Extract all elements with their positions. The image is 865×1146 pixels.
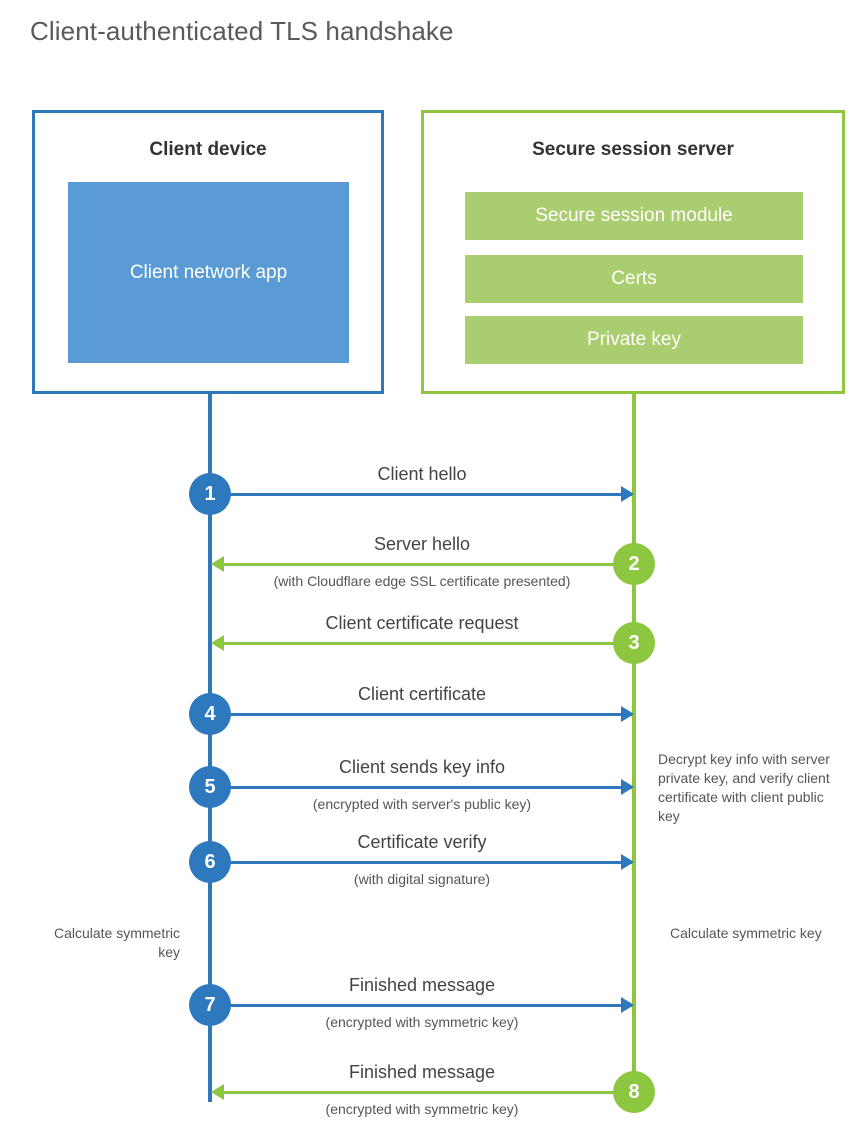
step-sublabel: (with Cloudflare edge SSL certificate pr… (273, 573, 571, 589)
step-number-badge[interactable]: 1 (189, 473, 231, 515)
step-arrow-line (210, 1004, 632, 1007)
secure-session-server-box: Secure session server Secure session mod… (421, 110, 845, 394)
server-module-bar: Secure session module (465, 192, 803, 240)
server-module-label: Secure session module (535, 205, 733, 226)
note-server-calculate-symmetric-key: Calculate symmetric key (670, 925, 822, 941)
page-title: Client-authenticated TLS handshake (30, 16, 454, 46)
step-label: Client hello (377, 464, 467, 484)
step-label: Client certificate request (325, 613, 519, 633)
step-number-badge[interactable]: 7 (189, 984, 231, 1026)
arrow-head-right-icon (621, 997, 634, 1013)
step-label: Finished message (348, 1062, 496, 1082)
step-arrow-line (214, 1091, 634, 1094)
step-arrow-line (210, 713, 632, 716)
arrow-head-left-icon (211, 1084, 224, 1100)
step-sublabel: (encrypted with server's public key) (312, 796, 532, 812)
server-module-label: Certs (611, 268, 657, 289)
step-label: Certificate verify (357, 832, 487, 852)
step-arrow-line (214, 563, 634, 566)
arrow-head-right-icon (621, 854, 634, 870)
step-arrow-line (214, 642, 634, 645)
step-sublabel: (encrypted with symmetric key) (325, 1014, 519, 1030)
arrow-head-right-icon (621, 706, 634, 722)
client-device-title: Client device (149, 139, 267, 160)
step-label: Client certificate (357, 684, 487, 704)
step-number-badge[interactable]: 6 (189, 841, 231, 883)
client-lifeline (208, 392, 212, 1102)
note-client-calculate-symmetric-key: Calculate symmetric key (53, 925, 180, 960)
step-sublabel: (with digital signature) (353, 871, 491, 887)
step-arrow-line (210, 786, 632, 789)
step-arrow-line (210, 861, 632, 864)
server-module-bar: Certs (465, 255, 803, 303)
arrow-head-left-icon (211, 635, 224, 651)
step-number-badge[interactable]: 5 (189, 766, 231, 808)
step-number-badge[interactable]: 2 (613, 543, 655, 585)
step-number-badge[interactable]: 8 (613, 1071, 655, 1113)
step-number-badge[interactable]: 4 (189, 693, 231, 735)
server-lifeline (632, 392, 636, 1094)
step-label: Server hello (373, 534, 471, 554)
client-network-app-block: Client network app (68, 182, 349, 363)
step-label: Finished message (348, 975, 496, 995)
note-decrypt-key-info: Decrypt key info with server private key… (658, 751, 830, 824)
arrow-head-right-icon (621, 779, 634, 795)
arrow-head-right-icon (621, 486, 634, 502)
client-device-box: Client device Client network app (32, 110, 384, 394)
step-label: Client sends key info (338, 757, 506, 777)
server-module-bar: Private key (465, 316, 803, 364)
server-module-label: Private key (587, 329, 681, 350)
step-number-badge[interactable]: 3 (613, 622, 655, 664)
arrow-head-left-icon (211, 556, 224, 572)
secure-session-server-title: Secure session server (532, 139, 734, 160)
step-arrow-line (210, 493, 632, 496)
step-sublabel: (encrypted with symmetric key) (325, 1101, 519, 1117)
client-network-app-label: Client network app (129, 261, 288, 283)
